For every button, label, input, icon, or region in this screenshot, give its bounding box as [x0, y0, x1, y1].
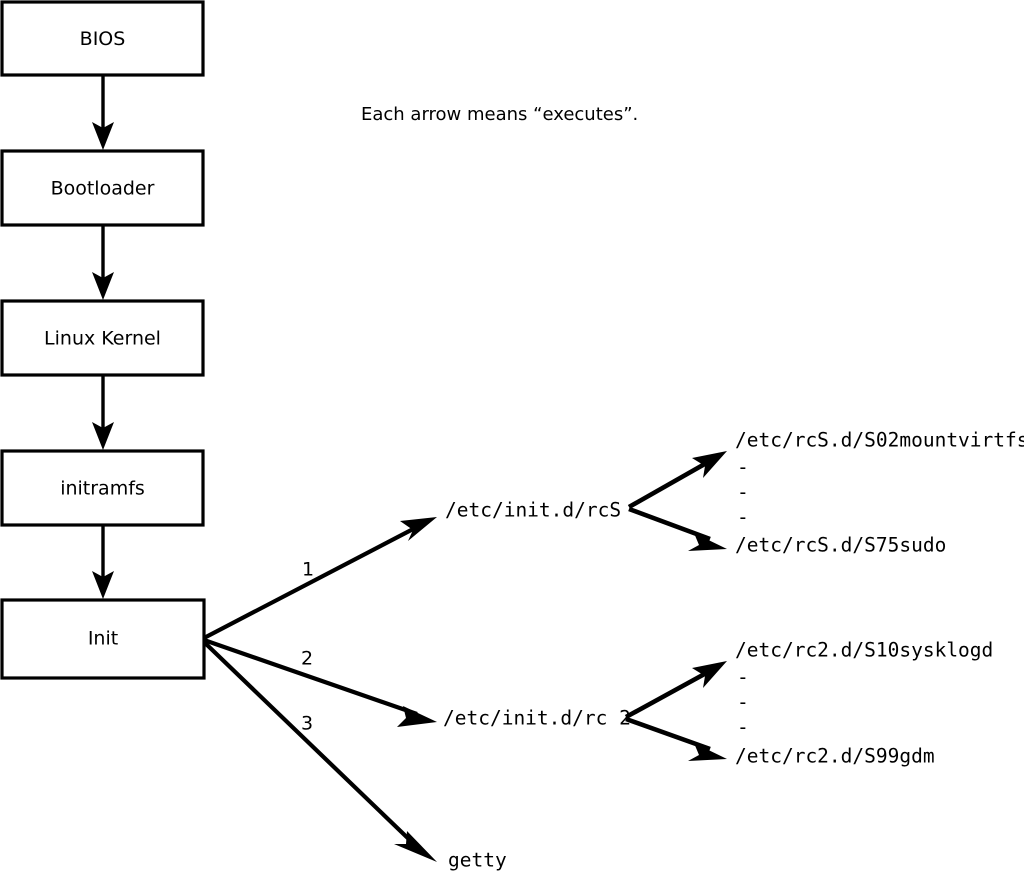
label-rcS-d-S02mountvirtfs: /etc/rcS.d/S02mountvirtfs — [735, 429, 1024, 452]
init-arrow-1-head — [400, 517, 437, 541]
node-bios-label: BIOS — [80, 28, 126, 50]
rcS-branch-upper-line — [627, 459, 712, 509]
init-arrow-1-number: 1 — [302, 559, 314, 581]
arrow-head-down — [92, 422, 114, 450]
init-arrow-2: 2 — [203, 638, 437, 727]
rc2-ellipsis-dash-2: - — [737, 691, 749, 714]
init-arrow-2-line — [203, 638, 418, 716]
rcS-ellipsis-dash-3: - — [737, 506, 749, 529]
init-arrow-1-line — [203, 525, 418, 640]
rc2-branch-upper-head — [692, 661, 727, 688]
label-rcS-d-S75sudo: /etc/rcS.d/S75sudo — [735, 534, 946, 557]
node-init-rect — [0, 598, 206, 680]
connector-bootloader-to-kernel — [92, 225, 114, 300]
rc2-branch: /etc/rc2.d/S10sysklogd - - - /etc/rc2.d/… — [624, 639, 993, 768]
arrow-head-down — [92, 272, 114, 300]
node-linux-kernel[interactable]: Linux Kernel — [0, 299, 205, 377]
rc2-branch-lower-line — [625, 716, 711, 752]
rcS-branch: /etc/rcS.d/S02mountvirtfs - - - /etc/rcS… — [627, 429, 1024, 557]
node-initramfs-rect — [0, 449, 205, 527]
rc2-ellipsis-dash-3: - — [737, 716, 749, 739]
node-bootloader-rect — [0, 149, 205, 227]
init-arrow-2-number: 2 — [301, 648, 313, 670]
label-etc-init-d-rc2: /etc/init.d/rc 2 — [443, 707, 631, 730]
caption-text: Each arrow means “executes”. — [361, 104, 638, 125]
label-getty: getty — [448, 849, 507, 872]
arrow-head-down — [92, 122, 114, 150]
rcS-branch-upper-head — [692, 451, 727, 478]
label-rc2-d-S10sysklogd: /etc/rc2.d/S10sysklogd — [735, 639, 993, 662]
init-arrow-3-head — [394, 831, 437, 862]
rc2-branch-upper-line — [624, 668, 712, 720]
connector-bios-to-bootloader — [92, 75, 114, 150]
rcS-ellipsis-dash-2: - — [737, 481, 749, 504]
init-arrow-3-line — [202, 640, 417, 847]
init-arrow-3: 3 — [202, 640, 437, 862]
node-bios[interactable]: BIOS — [0, 0, 205, 77]
init-arrow-2-head — [397, 706, 437, 727]
node-init[interactable]: Init — [0, 598, 206, 680]
connector-initramfs-to-init — [92, 525, 114, 599]
rcS-branch-lower-line — [628, 506, 711, 542]
rc2-ellipsis-dash-1: - — [737, 666, 749, 689]
node-initramfs[interactable]: initramfs — [0, 449, 205, 527]
node-bootloader-label: Bootloader — [51, 178, 155, 200]
init-arrow-3-number: 3 — [301, 713, 313, 735]
node-bootloader[interactable]: Bootloader — [0, 149, 205, 227]
label-etc-init-d-rcS: /etc/init.d/rcS — [445, 499, 621, 522]
node-bios-rect — [0, 0, 205, 77]
init-arrow-1: 1 — [203, 517, 437, 640]
node-linux-kernel-label: Linux Kernel — [44, 328, 161, 350]
node-init-label: Init — [88, 628, 118, 650]
rcS-branch-lower-head — [688, 533, 727, 551]
arrow-head-down — [92, 571, 114, 599]
node-initramfs-label: initramfs — [60, 478, 145, 500]
rcS-ellipsis-dash-1: - — [737, 456, 749, 479]
label-rc2-d-S99gdm: /etc/rc2.d/S99gdm — [735, 745, 935, 768]
rc2-branch-lower-head — [688, 743, 727, 761]
connector-kernel-to-initramfs — [92, 375, 114, 450]
